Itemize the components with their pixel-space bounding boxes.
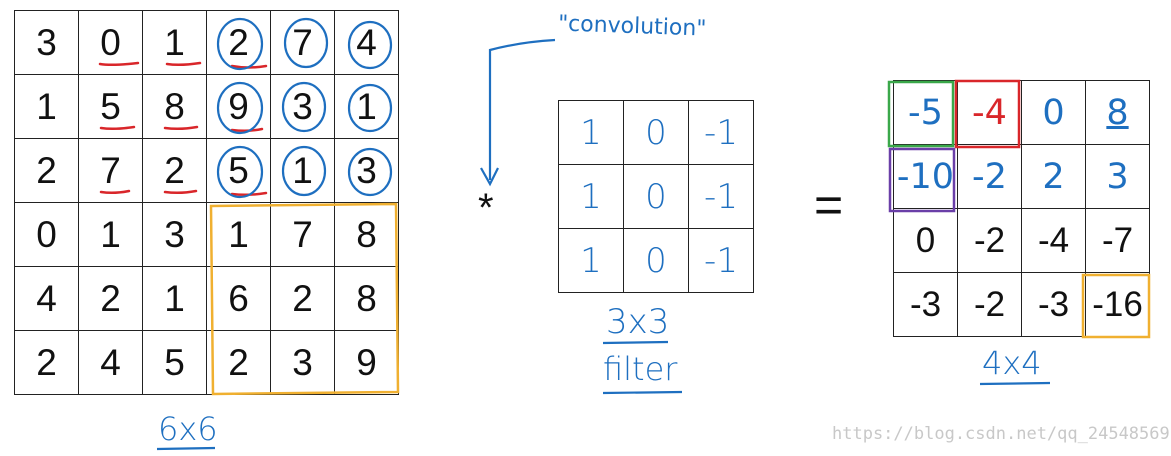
input-cell: 9 [206,74,271,139]
input-cell: 1 [334,74,399,139]
convolution-operator: * [478,186,494,230]
input-cell: 1 [270,138,335,203]
output-cell: -5 [893,80,958,145]
output-cell: -4 [957,80,1022,145]
output-cell: 3 [1085,144,1150,209]
filter-cell: -1 [688,100,754,165]
output-row: -10 -2 2 3 [893,144,1150,209]
output-cell: -16 [1085,272,1150,337]
output-cell: -10 [893,144,958,209]
output-cell: 0 [893,208,958,273]
input-row: 2 7 2 5 1 3 [14,138,399,203]
input-cell: 3 [14,10,79,75]
input-cell: 7 [78,138,143,203]
output-cell: 2 [1021,144,1086,209]
input-cell: 2 [78,266,143,331]
output-cell: -2 [957,272,1022,337]
filter-cell: -1 [688,164,754,229]
input-cell: 5 [78,74,143,139]
input-cell: 1 [142,10,207,75]
input-cell: 4 [14,266,79,331]
output-matrix: -5 -4 0 8 -10 -2 2 3 0 -2 -4 -7 -3 -2 -3… [893,80,1150,337]
filter-cell: 1 [558,100,624,165]
filter-cell: 0 [623,164,689,229]
input-cell: 1 [142,266,207,331]
output-row: 0 -2 -4 -7 [893,208,1150,273]
input-cell: 2 [206,10,271,75]
filter-row: 1 0 -1 [558,164,754,229]
input-cell: 3 [334,138,399,203]
input-cell: 2 [142,138,207,203]
output-cell: -7 [1085,208,1150,273]
filter-matrix: 1 0 -1 1 0 -1 1 0 -1 [558,100,754,293]
input-cell: 7 [270,202,335,267]
equals-operator: = [814,177,844,233]
input-size-label: 6x6 [158,410,218,448]
input-cell: 6 [206,266,271,331]
output-cell: -2 [957,208,1022,273]
input-cell: 3 [270,330,335,395]
input-cell: 5 [206,138,271,203]
input-cell: 4 [334,10,399,75]
filter-row: 1 0 -1 [558,100,754,165]
input-row: 0 1 3 1 7 8 [14,202,399,267]
filter-cell: 1 [558,228,624,293]
input-cell: 4 [78,330,143,395]
input-row: 2 4 5 2 3 9 [14,330,399,395]
input-row: 1 5 8 9 3 1 [14,74,399,139]
input-cell: 8 [142,74,207,139]
output-row: -5 -4 0 8 [893,80,1150,145]
filter-cell: 0 [623,228,689,293]
output-size-label: 4x4 [982,344,1042,382]
input-cell: 8 [334,266,399,331]
input-cell: 7 [270,10,335,75]
filter-cell: 1 [558,164,624,229]
input-matrix: 3 0 1 2 7 4 1 5 8 9 3 1 2 7 2 5 1 3 0 1 … [14,10,399,395]
input-row: 3 0 1 2 7 4 [14,10,399,75]
input-cell: 2 [14,330,79,395]
input-cell: 8 [334,202,399,267]
filter-cell: -1 [688,228,754,293]
underline-mark [156,446,216,451]
filter-row: 1 0 -1 [558,228,754,293]
input-cell: 1 [78,202,143,267]
input-cell: 3 [270,74,335,139]
input-cell: 1 [206,202,271,267]
input-cell: 2 [270,266,335,331]
input-cell: 5 [142,330,207,395]
annotation-arrow [488,38,556,180]
input-cell: 2 [14,138,79,203]
underline-mark [602,390,683,395]
input-cell: 0 [78,10,143,75]
output-cell: -4 [1021,208,1086,273]
output-cell: -3 [1021,272,1086,337]
output-cell: 0 [1021,80,1086,145]
arrow-head-icon [480,167,499,187]
filter-size-label: 3x3 [606,302,670,342]
watermark: https://blog.csdn.net/qq_24548569 [832,424,1170,444]
output-cell: -2 [957,144,1022,209]
underline-mark [979,381,1051,386]
annotation-label: "convolution" [557,11,707,42]
output-row: -3 -2 -3 -16 [893,272,1150,337]
output-cell: -3 [893,272,958,337]
input-cell: 9 [334,330,399,395]
input-cell: 0 [14,202,79,267]
input-cell: 3 [142,202,207,267]
underline-mark [602,340,669,345]
filter-cell: 0 [623,100,689,165]
input-cell: 2 [206,330,271,395]
input-cell: 1 [14,74,79,139]
filter-name-label: filter [603,350,678,388]
input-row: 4 2 1 6 2 8 [14,266,399,331]
output-cell: 8 [1085,80,1150,145]
